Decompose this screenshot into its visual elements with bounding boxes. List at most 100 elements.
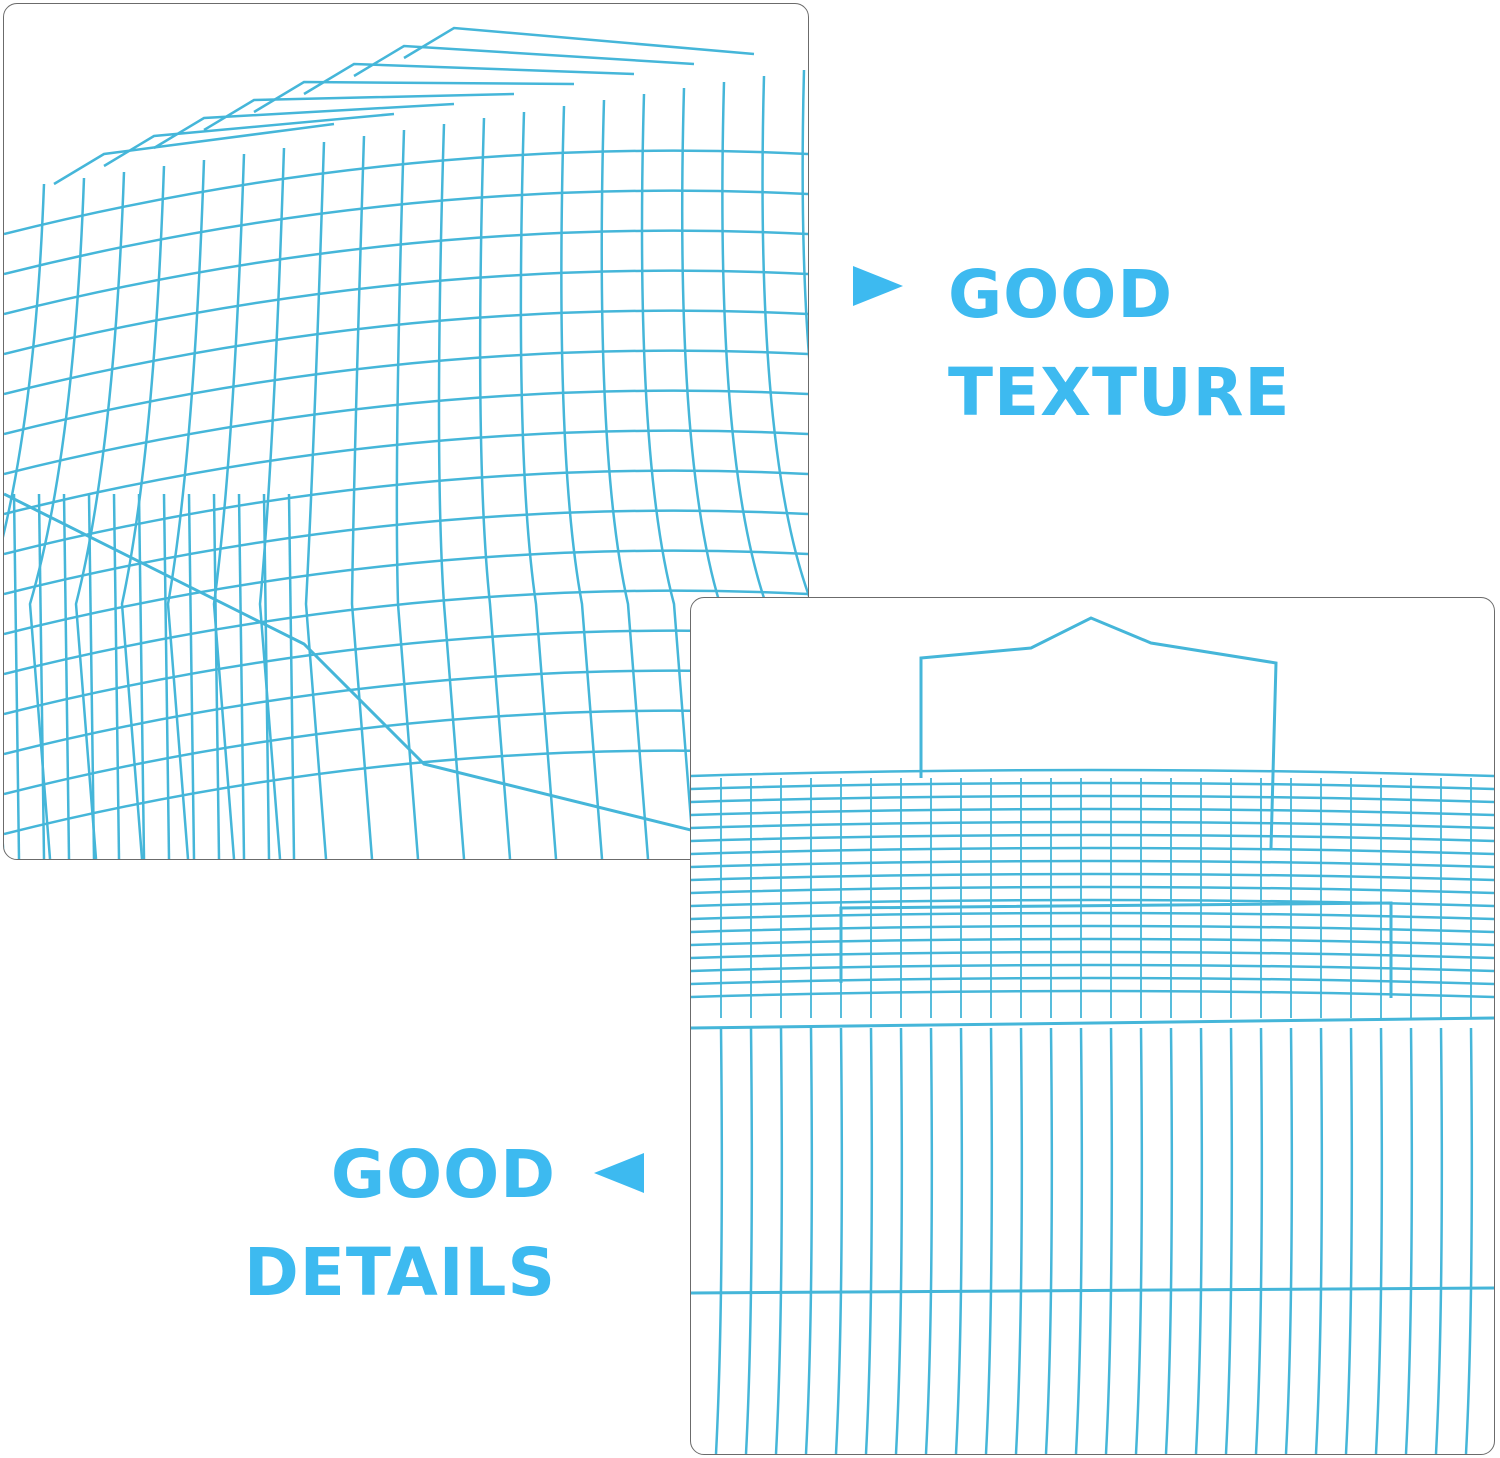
wire (1104, 1027, 1114, 1454)
wire (1194, 1027, 1204, 1454)
wire (103, 112, 395, 168)
arrow-right-icon (853, 266, 903, 306)
wire (53, 122, 335, 186)
wire (714, 1027, 724, 1454)
wire (403, 26, 755, 60)
wire (519, 111, 558, 859)
wire (691, 950, 1494, 960)
wire (691, 833, 1494, 843)
wire (691, 768, 1494, 778)
wire (600, 99, 650, 859)
callout-details-line2: DETAILS (244, 1234, 556, 1311)
wire (4, 149, 808, 236)
wire (839, 901, 1393, 998)
wire (253, 80, 575, 114)
wire (4, 183, 46, 859)
wire (691, 1016, 1494, 1030)
wire (395, 129, 420, 859)
wire (1134, 1027, 1144, 1454)
wire (37, 493, 46, 859)
wire (212, 493, 221, 859)
wire (166, 159, 206, 859)
wire (1464, 1027, 1474, 1454)
wire (12, 493, 21, 859)
wire (28, 177, 86, 859)
wire (4, 469, 808, 556)
wire (1344, 1027, 1354, 1454)
callout-texture-line1: GOOD (948, 256, 1174, 333)
wire (691, 885, 1494, 895)
wire (4, 349, 808, 436)
wire (919, 616, 1278, 849)
wire (801, 69, 808, 359)
wire (691, 794, 1494, 804)
wire (4, 229, 808, 316)
wire (87, 493, 96, 859)
wire (120, 165, 166, 859)
wire (258, 147, 286, 859)
wire (237, 493, 246, 859)
wire (262, 493, 271, 859)
wire (691, 846, 1494, 856)
wire (894, 1027, 904, 1454)
wire (153, 102, 455, 150)
cage-wire-grid-front (691, 616, 1494, 1454)
wire (691, 963, 1494, 973)
wire (203, 92, 515, 132)
wire (4, 429, 808, 516)
wire (954, 1027, 964, 1454)
wire (1164, 1027, 1174, 1454)
wire (1434, 1027, 1444, 1454)
wire (691, 807, 1494, 817)
wire (350, 135, 374, 859)
wire (112, 493, 121, 859)
wire (691, 872, 1494, 882)
wire (691, 911, 1494, 921)
wire (1404, 1027, 1414, 1454)
wire (924, 1027, 934, 1454)
wire (287, 493, 296, 859)
wire (761, 75, 808, 597)
wire (1224, 1027, 1234, 1454)
wire (691, 937, 1494, 947)
wire (1014, 1027, 1024, 1454)
wire (1314, 1027, 1324, 1454)
callout-details-line1: GOOD (330, 1136, 556, 1213)
wire (691, 781, 1494, 791)
cage-front-door-closeup-photo (690, 597, 1495, 1455)
wire (4, 189, 808, 276)
wire (1284, 1027, 1294, 1454)
wire (303, 62, 635, 96)
wire (774, 1027, 784, 1454)
wire (353, 44, 695, 78)
callout-texture-line2: TEXTURE (948, 354, 1291, 431)
wire (804, 1027, 814, 1454)
wire (691, 1286, 1494, 1295)
wire (1254, 1027, 1264, 1454)
wire (984, 1027, 994, 1454)
wire (691, 989, 1494, 999)
wire (187, 493, 196, 859)
wire (4, 549, 808, 636)
wire (162, 493, 171, 859)
wire (137, 493, 146, 859)
wire (4, 509, 808, 596)
wire (691, 924, 1494, 934)
cage-wire-grid-top (4, 26, 808, 859)
wire (721, 81, 788, 859)
wire (62, 493, 71, 859)
wire (691, 820, 1494, 830)
wire (4, 389, 808, 476)
wire (640, 93, 696, 859)
wire (691, 976, 1494, 986)
wire (864, 1027, 874, 1454)
wire (1074, 1027, 1084, 1454)
wire (4, 492, 808, 859)
cage-top-closeup-photo (3, 3, 809, 860)
wire (437, 123, 466, 859)
wire (4, 269, 808, 356)
wire (1374, 1027, 1384, 1454)
wire (691, 859, 1494, 869)
wire (4, 309, 808, 396)
wire (560, 105, 604, 859)
